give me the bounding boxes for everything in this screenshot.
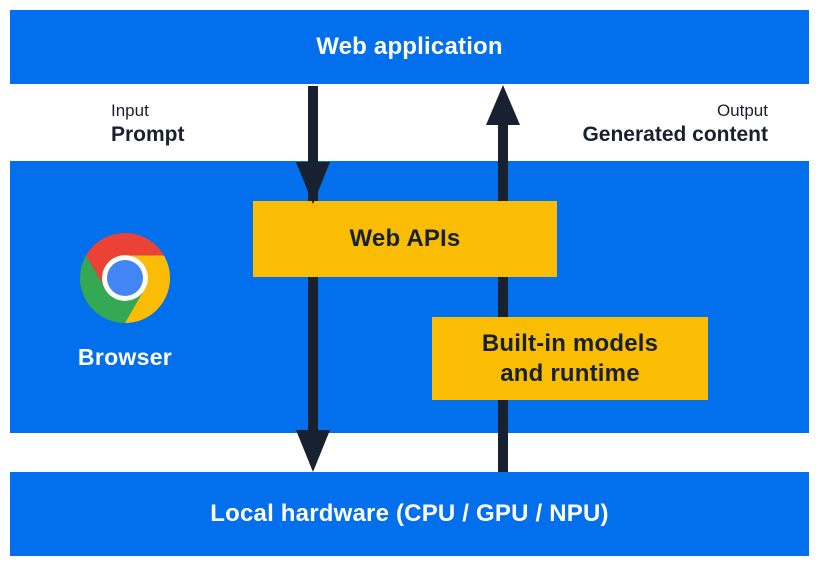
up-arrow-shaft <box>498 121 508 472</box>
output-caption-block: Output Generated content <box>582 101 768 147</box>
input-caption: Input <box>111 101 149 120</box>
built-in-models-label-line1: Built-in models <box>481 329 659 357</box>
web-application-band: Web application <box>10 10 809 84</box>
up-arrowhead-to-web-application <box>486 85 520 125</box>
built-in-models-label-line2: and runtime <box>500 359 640 387</box>
chrome-icon <box>80 233 170 323</box>
generated-content-label: Generated content <box>582 123 768 146</box>
local-hardware-label: Local hardware (CPU / GPU / NPU) <box>210 500 609 527</box>
output-caption: Output <box>716 101 768 120</box>
down-arrowhead-to-web-apis <box>296 162 330 204</box>
web-apis-label: Web APIs <box>349 225 461 252</box>
browser-label: Browser <box>77 344 173 370</box>
input-caption-block: Input Prompt <box>111 101 185 147</box>
web-apis-box: Web APIs <box>253 201 557 277</box>
local-hardware-band: Local hardware (CPU / GPU / NPU) <box>10 472 809 556</box>
down-arrowhead-to-hardware <box>296 430 330 472</box>
built-in-models-box: Built-in models and runtime <box>432 317 708 400</box>
prompt-label: Prompt <box>111 123 185 146</box>
web-application-label: Web application <box>316 33 503 60</box>
